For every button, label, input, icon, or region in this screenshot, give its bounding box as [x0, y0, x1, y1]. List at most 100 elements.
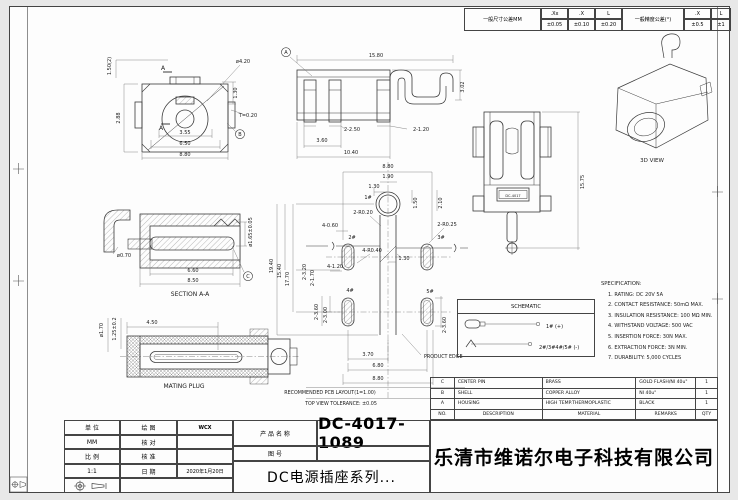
- schematic-symbols: [464, 319, 541, 348]
- plan-view-dims: [519, 111, 580, 250]
- dimension-label: A: [284, 50, 288, 56]
- front-view: [134, 76, 236, 153]
- dimension-label: T=0.20: [238, 113, 257, 119]
- dimension-label: MATING PLUG: [164, 383, 205, 390]
- spec-item: 6. EXTRACTION FORCE: 3N MIN.: [608, 344, 688, 351]
- front-view-dims: [115, 59, 244, 160]
- tolerance-col-header: .Xx: [541, 8, 568, 19]
- dimension-label: 15.40: [277, 264, 283, 278]
- parts-table-cell: A: [431, 399, 455, 410]
- dimension-label: 2-2.50: [344, 127, 360, 133]
- parts-table-cell: QTY: [696, 409, 718, 420]
- dimension-label: 1.50: [413, 197, 419, 208]
- dimension-label: 1.30: [233, 87, 239, 98]
- spec-item: 4. WITHSTAND VOLTAGE: 500 VAC: [608, 323, 693, 330]
- dimension-label: 3#: [437, 235, 444, 241]
- checked-by-label: 核 对: [120, 435, 177, 449]
- parts-table-cell: 1: [696, 378, 718, 389]
- parts-table-cell: NO.: [431, 409, 455, 420]
- schematic-title: SCHEMATIC: [458, 300, 594, 314]
- dimension-label: 17.70: [285, 272, 291, 286]
- pcb-view-dims: [276, 171, 465, 399]
- schematic-pin-negative: 2#/3#4#/5# (-): [539, 344, 580, 351]
- schematic-pin-positive: 1# (+): [546, 323, 564, 330]
- spec-item: 2. CONTACT RESISTANCE: 50mΩ MAX.: [608, 302, 704, 309]
- parts-table-cell: HOUSING: [454, 399, 543, 410]
- schematic-box: SCHEMATIC 1# (+) 2#/3#4#/5# (-): [457, 299, 595, 357]
- parts-table-cell: C: [431, 378, 455, 389]
- parts-table-cell: 1: [696, 388, 718, 399]
- dimension-label: B: [238, 132, 242, 138]
- dimension-label: SECTION A-A: [171, 291, 210, 298]
- dimension-label: 2.10: [438, 197, 444, 208]
- section-view: [103, 209, 241, 269]
- dimension-label: A: [161, 65, 166, 72]
- dimension-label: 6.80: [372, 363, 383, 369]
- dimension-label: 4-0.60: [322, 223, 338, 229]
- dimension-label: 3D VIEW: [640, 158, 664, 164]
- parts-table-cell: GOLD FLASH/NI 40u": [636, 378, 697, 389]
- projection-corner-mark: [9, 476, 28, 493]
- section-view-dims: [112, 221, 247, 287]
- product-name-label: 产 品 名 称: [233, 420, 317, 446]
- dimension-label: ø1.65±0.05: [248, 217, 254, 247]
- product-series: DC电源插座系列...: [233, 461, 430, 493]
- unit-value: MM: [64, 435, 120, 449]
- dimension-label: 6.50: [179, 141, 190, 147]
- parts-table-cell: B: [431, 388, 455, 399]
- tolerance-col-header: .X: [568, 8, 595, 19]
- tolerance-col-value: ±0.10: [568, 19, 595, 31]
- tolerance-angle-header: 一般精度公差(°): [622, 8, 684, 31]
- tolerance-col-value: ±1: [711, 19, 731, 31]
- dimension-label: ø4.20: [236, 59, 250, 65]
- spec-item: 5. INSERTION FORCE: 30N MAX.: [608, 333, 688, 340]
- parts-table-cell: REMARKS: [636, 409, 697, 420]
- dimension-label: 8.80: [382, 164, 393, 170]
- plug-view: [120, 328, 300, 385]
- dimension-label: 2-1.70: [310, 270, 316, 286]
- spec-item: 3. INSULATION RESISTANCE: 100 MΩ MIN.: [608, 312, 713, 319]
- parts-table-cell: CENTER PIN: [454, 378, 543, 389]
- dimension-label: 4#: [346, 288, 353, 294]
- dimension-label: 2-1.20: [413, 127, 429, 133]
- spec-item: 1. RATING: DC 20V 5A: [608, 291, 663, 298]
- dimension-label: 3.60: [316, 138, 327, 144]
- dimension-label: 1#: [364, 195, 371, 201]
- title-block-empty-cell: [120, 478, 233, 493]
- parts-table-cell: SHELL: [454, 388, 543, 399]
- projection-symbol: [64, 478, 120, 493]
- dimension-label: 10.40: [344, 150, 358, 156]
- date-label: 日 期: [120, 464, 177, 478]
- dimension-label: RECOMMENDED PCB LAYOUT(1=1.00): [284, 390, 376, 396]
- dimension-label: 8.80: [372, 376, 383, 382]
- unit-label: 单 位: [64, 420, 120, 435]
- dimension-label: 1.25±0.2: [112, 317, 118, 340]
- drawing-number-label: 图 号: [233, 446, 317, 461]
- tolerance-col-header: L: [711, 8, 731, 19]
- tolerance-col-value: ±0.05: [541, 19, 568, 31]
- dimension-label: 2-R0.20: [353, 210, 373, 216]
- dimension-label: 8.80: [179, 152, 190, 158]
- dimension-label: 2.88: [116, 112, 122, 123]
- tolerance-col-value: ±0.20: [595, 19, 622, 31]
- drawn-by-label: 绘 图: [120, 420, 177, 435]
- parts-table-cell: MATERIAL: [542, 409, 637, 420]
- product-code: DC-4017-1089: [317, 414, 430, 452]
- specification-title: SPECIFICATION:: [601, 281, 642, 287]
- drawn-by-value: WCX: [177, 420, 233, 435]
- tolerance-col-header: L: [595, 8, 622, 19]
- spec-item: 7. DURABILITY: 5,000 CYCLES: [608, 355, 682, 362]
- pcb-view: [306, 162, 468, 400]
- parts-table-cell: 1: [696, 399, 718, 410]
- dimension-label: 1.90: [382, 174, 393, 180]
- tolerance-col-header: .X: [684, 8, 711, 19]
- dimension-label: TOP VIEW TOLERANCE: ±0.05: [304, 401, 377, 407]
- date-value: 2020年1月20日: [177, 464, 233, 478]
- dimension-label: 1.50(2): [107, 57, 113, 75]
- balloon-circle: [235, 129, 245, 139]
- scale-label: 比 例: [64, 449, 120, 464]
